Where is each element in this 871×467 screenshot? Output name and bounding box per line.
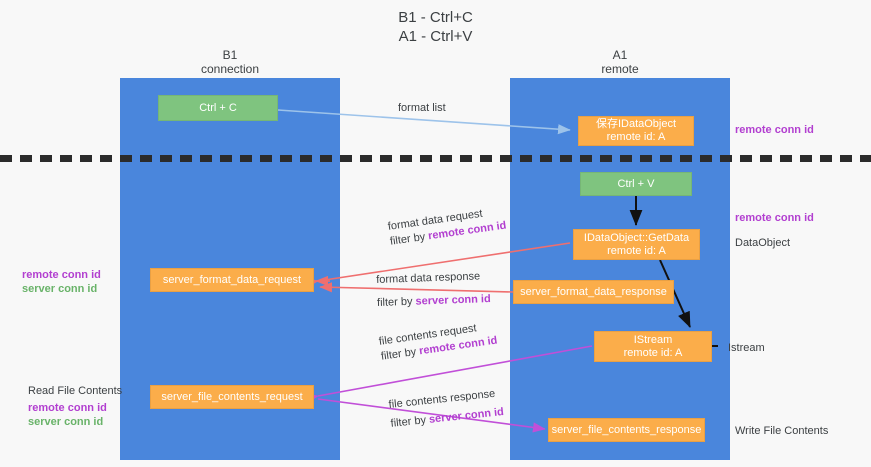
edge-label-format-data-response-filter-prefix: filter by [376,295,416,309]
column-header-a1: A1 remote [510,48,730,76]
section-divider [0,155,871,162]
node-ctrl-c-label: Ctrl + C [199,101,237,114]
node-save-idataobject[interactable]: 保存IDataObject remote id: A [578,116,694,146]
node-istream-line1: IStream [633,333,673,346]
note-right-remote-conn-id-top: remote conn id [735,123,814,137]
node-idataobject-getdata-line1: IDataObject::GetData [583,231,690,244]
edge-label-file-contents-response: file contents response filter by server … [388,386,505,432]
column-header-a1-sub: remote [601,62,639,76]
edge-label-format-list: format list [398,101,446,116]
edge-label-format-data-response-filter-key: server conn id [415,293,491,308]
node-server-format-data-request-label: server_format_data_request [162,273,302,286]
note-left-remote-conn-id: remote conn id [22,269,101,281]
note-right-dataobject: DataObject [735,236,790,250]
column-header-b1-name: B1 [222,48,238,62]
note-left-read-file-contents-text: Read File Contents [28,385,123,397]
edge-label-format-data-response-text: format data response [376,270,481,286]
edge-label-file-contents-request: file contents request filter by remote c… [378,319,498,365]
node-server-file-contents-request[interactable]: server_file_contents_request [150,385,314,409]
node-save-idataobject-line1: 保存IDataObject [595,118,677,130]
edge-label-format-data-request-filter-prefix: filter by [389,230,430,248]
note-right-remote-conn-id-top-text: remote conn id [735,124,814,136]
edge-label-file-contents-response-filter-key: server conn id [428,406,505,426]
node-server-format-data-request[interactable]: server_format_data_request [150,268,314,292]
node-ctrl-c[interactable]: Ctrl + C [158,95,278,121]
node-server-file-contents-request-label: server_file_contents_request [161,390,303,403]
edge-label-format-data-response: format data response filter by server co… [376,269,491,311]
node-istream-line2: remote id: A [623,346,683,359]
page-title: B1 - Ctrl+C A1 - Ctrl+V [0,8,871,46]
note-right-write-file-contents-text: Write File Contents [735,425,829,437]
column-header-b1: B1 connection [120,48,340,76]
node-idataobject-getdata[interactable]: IDataObject::GetData remote id: A [573,229,700,260]
note-right-dataobject-text: DataObject [735,237,791,249]
edge-label-file-contents-response-filter-prefix: filter by [390,413,430,430]
node-save-idataobject-line2: remote id: A [606,131,666,143]
edge-label-file-contents-request-filter-prefix: filter by [380,345,421,363]
column-header-a1-name: A1 [612,48,628,62]
node-ctrl-v-label: Ctrl + V [617,177,655,190]
note-right-istream: Istream [728,341,765,355]
node-ctrl-v[interactable]: Ctrl + V [580,172,692,196]
title-line-1: B1 - Ctrl+C [398,9,473,26]
edge-label-format-list-text: format list [398,102,446,114]
column-header-b1-sub: connection [200,62,260,76]
note-right-istream-text: Istream [728,342,765,354]
node-idataobject-getdata-line2: remote id: A [607,244,666,257]
note-right-remote-conn-id-mid: remote conn id [735,211,814,225]
note-left-server-conn-id: server conn id [22,283,98,295]
note-left-read-file-contents: Read File Contents [28,384,122,398]
node-istream[interactable]: IStream remote id: A [594,331,712,362]
edge-label-format-data-request: format data request filter by remote con… [387,204,507,250]
title-line-2: A1 - Ctrl+V [398,28,473,45]
note-left-conn-ids: remote conn id server conn id [22,268,101,296]
note-right-remote-conn-id-mid-text: remote conn id [735,212,814,224]
note-left-conn-ids-2: remote conn id server conn id [28,401,107,429]
note-left-remote-conn-id-2: remote conn id [28,402,107,414]
node-server-file-contents-response-label: server_file_contents_response [551,423,702,436]
node-server-format-data-response-label: server_format_data_response [520,285,667,298]
note-left-server-conn-id-2: server conn id [28,416,104,428]
note-right-write-file-contents: Write File Contents [735,424,828,438]
node-server-format-data-response[interactable]: server_format_data_response [513,280,674,304]
node-server-file-contents-response[interactable]: server_file_contents_response [548,418,705,442]
